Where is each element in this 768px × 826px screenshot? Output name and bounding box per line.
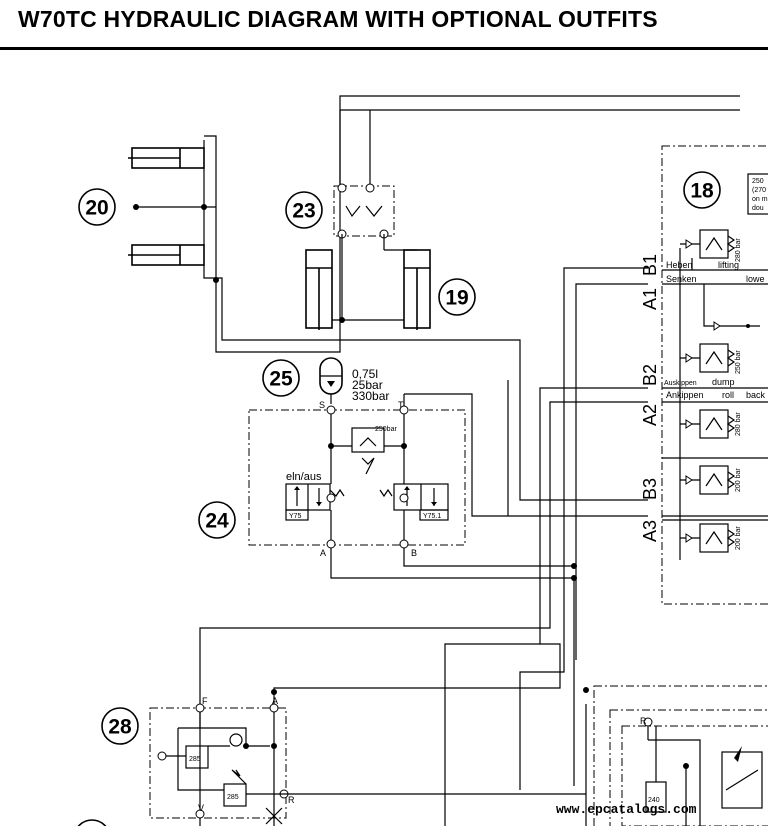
callout-24: 24 bbox=[198, 501, 236, 539]
cylinder-group-19 bbox=[305, 249, 431, 330]
sec2-right-bottom-2: back bbox=[746, 390, 766, 400]
v28-value-1: 285 bbox=[189, 756, 201, 763]
v28-port-a: A bbox=[272, 696, 278, 706]
sec2-left-bottom: Ankippen bbox=[666, 390, 704, 400]
relief-valve-3: 280 bar bbox=[680, 409, 742, 439]
port-s-label: S bbox=[319, 400, 325, 410]
cylinder-group-20 bbox=[128, 95, 740, 501]
port-b2-label: B2 bbox=[640, 364, 660, 386]
callout-25: 25 bbox=[262, 359, 300, 397]
valve-block-23 bbox=[333, 109, 740, 320]
callout-23-label: 23 bbox=[292, 200, 315, 223]
valve-block-28: F A 285 285 R V bbox=[149, 689, 586, 825]
sec2-right-bottom: roll bbox=[722, 390, 734, 400]
valve18-note-3: on m bbox=[752, 196, 768, 203]
sec2-right-top: dump bbox=[712, 377, 735, 387]
relief-3-pressure: 280 bar bbox=[735, 412, 742, 436]
port-b1-label: B1 bbox=[640, 254, 660, 276]
callout-25-label: 25 bbox=[269, 368, 293, 391]
lower-port-r: R bbox=[640, 716, 647, 726]
callout-18-label: 18 bbox=[690, 180, 714, 203]
relief-valve-4: 200 bar bbox=[680, 465, 742, 495]
control-valve-18: 250 (270 on m dou B1 A1 B2 A2 B3 A3 Hebe… bbox=[640, 145, 768, 605]
lower-value: 240 bbox=[648, 797, 660, 804]
callout-20: 20 bbox=[78, 188, 116, 226]
valve18-note-1: 250 bbox=[752, 178, 764, 185]
solenoid-valve-block-24: S T 250bar Y75 eln/aus bbox=[248, 393, 648, 786]
valve18-note-2: (270 bbox=[752, 187, 766, 194]
relief-valve-5: 200 bar bbox=[680, 523, 742, 553]
v28-port-f: F bbox=[202, 696, 208, 706]
relief-5-pressure: 200 bar bbox=[735, 526, 742, 550]
callout-28-label: 28 bbox=[108, 716, 132, 739]
mode-label: eln/aus bbox=[286, 471, 322, 483]
watermark: www.epcatalogs.com bbox=[556, 802, 697, 817]
callout-24-label: 24 bbox=[205, 510, 229, 533]
valve18-note-4: dou bbox=[752, 205, 764, 212]
callout-23: 23 bbox=[285, 191, 323, 229]
v28-port-r: R bbox=[288, 795, 295, 805]
solenoid-right-label: Y75.1 bbox=[423, 513, 441, 520]
sec1-left-top: Heben bbox=[666, 260, 693, 270]
callout-28: 28 bbox=[101, 707, 139, 745]
sec1-left-bottom: Senken bbox=[666, 274, 697, 284]
port-a1-label: A1 bbox=[640, 288, 660, 310]
partial-callout bbox=[77, 819, 107, 826]
connection-lines bbox=[199, 267, 648, 826]
accumulator-volume: 0,75l bbox=[352, 367, 378, 381]
callout-20-label: 20 bbox=[85, 197, 108, 220]
callout-18: 18 bbox=[683, 171, 721, 209]
sec1-right-bottom: lowe bbox=[746, 274, 765, 284]
callout-19: 19 bbox=[438, 278, 476, 316]
title-divider bbox=[0, 47, 768, 50]
sec1-right-top: lifting bbox=[718, 260, 739, 270]
relief-4-pressure: 200 bar bbox=[735, 468, 742, 492]
port-a3-label: A3 bbox=[640, 520, 660, 542]
v28-value-2: 285 bbox=[227, 794, 239, 801]
port-a2-label: A2 bbox=[640, 404, 660, 426]
port-b3-label: B3 bbox=[640, 478, 660, 500]
relief-pressure-label: 250bar bbox=[375, 426, 397, 433]
port-b-label: B bbox=[411, 548, 417, 558]
relief-valve-1: 280 bar bbox=[680, 229, 742, 270]
page-title: W70TC HYDRAULIC DIAGRAM WITH OPTIONAL OU… bbox=[18, 6, 658, 32]
solenoid-left-label: Y75 bbox=[289, 513, 302, 520]
port-a-label: A bbox=[320, 548, 326, 558]
accumulator-max-pressure: 330bar bbox=[352, 389, 389, 403]
accumulator-25: 0,75l 25bar 330bar bbox=[319, 357, 389, 404]
callout-19-label: 19 bbox=[445, 287, 468, 310]
relief-2-pressure: 250 bar bbox=[735, 350, 742, 374]
relief-valve-2: 250 bar bbox=[680, 343, 742, 374]
v28-port-v: V bbox=[198, 803, 204, 813]
port-t-label: T bbox=[398, 400, 404, 410]
lower-right-valve: R 240 bbox=[593, 685, 768, 826]
accumulator-precharge: 25bar bbox=[352, 378, 383, 392]
relief-1-pressure: 280 bar bbox=[735, 238, 742, 262]
